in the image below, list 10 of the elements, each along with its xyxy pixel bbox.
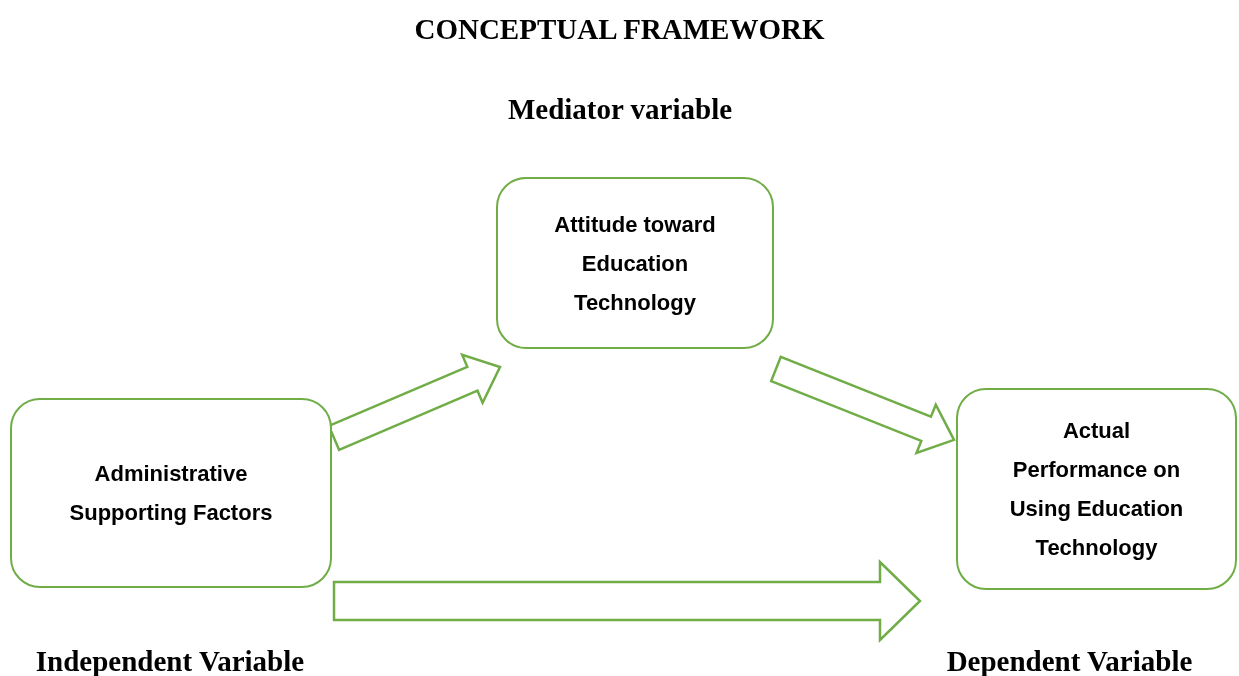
rounded-box: [496, 177, 774, 349]
rounded-box: [10, 398, 332, 588]
box-label: Administrative Supporting Factors: [68, 460, 274, 527]
rounded-box: [956, 388, 1237, 590]
diagram-title: CONCEPTUAL FRAMEWORK: [413, 12, 826, 47]
box-label: Attitude toward Education Technology: [553, 210, 717, 317]
block-arrow: [332, 559, 922, 643]
box-label: Actual Performance on Using Education Technology: [1008, 417, 1185, 562]
variable-heading: Mediator variable: [506, 92, 734, 127]
block-arrow: [769, 355, 956, 456]
